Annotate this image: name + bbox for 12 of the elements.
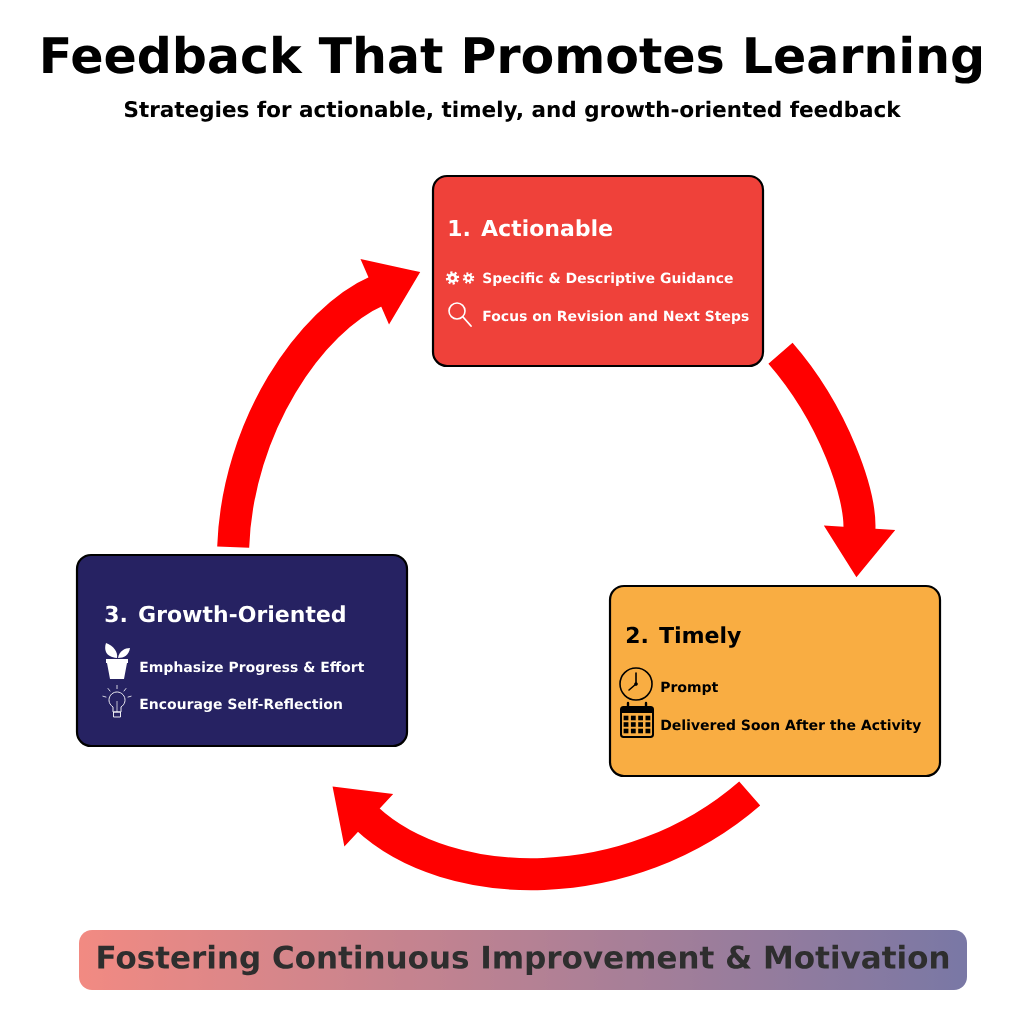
tagline: Fostering Continuous Improvement & Motivation (98, 944, 949, 976)
item-text: Encourage Self-Reflection (140, 698, 342, 712)
card-heading: 3. Growth-Oriented (105, 605, 345, 623)
item-text: Specific & Descriptive Guidance (483, 272, 733, 286)
item-text: Emphasize Progress & Effort (140, 661, 365, 675)
card-heading: 1. Actionable (449, 219, 612, 237)
item-text: Focus on Revision and Next Steps (483, 310, 749, 324)
subtitle: Strategies for actionable, timely, and growth-oriented feedback (125, 100, 901, 122)
title: Feedback That Promotes Learning (43, 35, 981, 84)
item-text: Prompt (661, 681, 718, 695)
card-heading: 2. Timely (626, 626, 741, 648)
item-text: Delivered Soon After the Activity (661, 719, 922, 733)
